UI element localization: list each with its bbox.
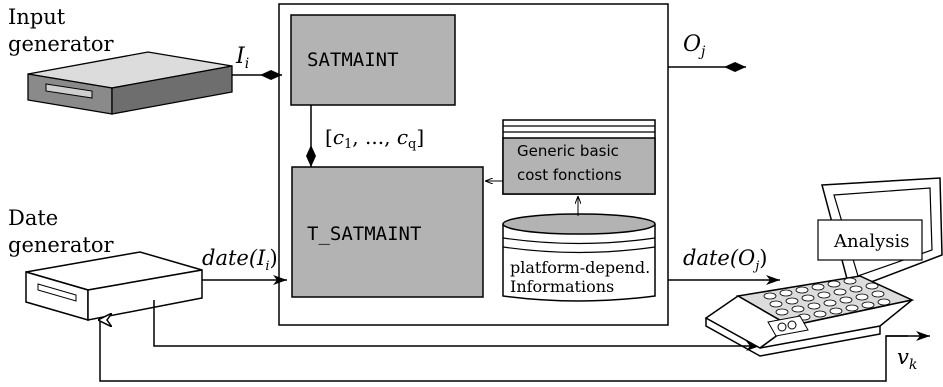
date-to-analysis-arrow: [153, 300, 760, 351]
t-satmaint-box: T_SATMAINT: [291, 166, 484, 298]
generic-cost-functions-box: Generic basic cost fonctions: [502, 119, 656, 195]
platform-database-cylinder: platform-depend. Informations: [502, 213, 656, 302]
input-generator-label-2: generator: [8, 32, 114, 56]
analysis-laptop-icon: Analysis: [704, 177, 943, 357]
generic-label-1: Generic basic: [517, 142, 619, 160]
input-generator-label-1: Input: [8, 5, 66, 29]
input-generator: Input generator: [8, 5, 233, 115]
input-generator-device-icon: [27, 51, 233, 115]
constraints-label: [c1, ..., cq]: [325, 125, 424, 152]
date-generator-label-1: Date: [8, 206, 58, 230]
satmaint-label: SATMAINT: [307, 49, 399, 71]
generic-label-2: cost fonctions: [517, 166, 622, 184]
date-output-label: date(Oj): [683, 246, 767, 274]
satmaint-box: SATMAINT: [290, 14, 456, 106]
main-system-frame: [278, 3, 669, 326]
verdict-label: vk: [897, 345, 917, 373]
platform-label-1: platform-depend.: [510, 258, 650, 277]
input-signal-label: Ii: [235, 44, 249, 72]
date-generator-label-2: generator: [8, 233, 114, 257]
date-input-label: date(Ii): [202, 246, 278, 274]
t-satmaint-label: T_SATMAINT: [307, 223, 421, 245]
date-generator-device-icon: [25, 251, 203, 321]
analysis-screen-label: Analysis: [833, 231, 909, 252]
platform-label-2: Informations: [510, 277, 614, 296]
date-generator: Date generator: [8, 206, 203, 321]
output-signal-label: Oj: [683, 32, 706, 60]
